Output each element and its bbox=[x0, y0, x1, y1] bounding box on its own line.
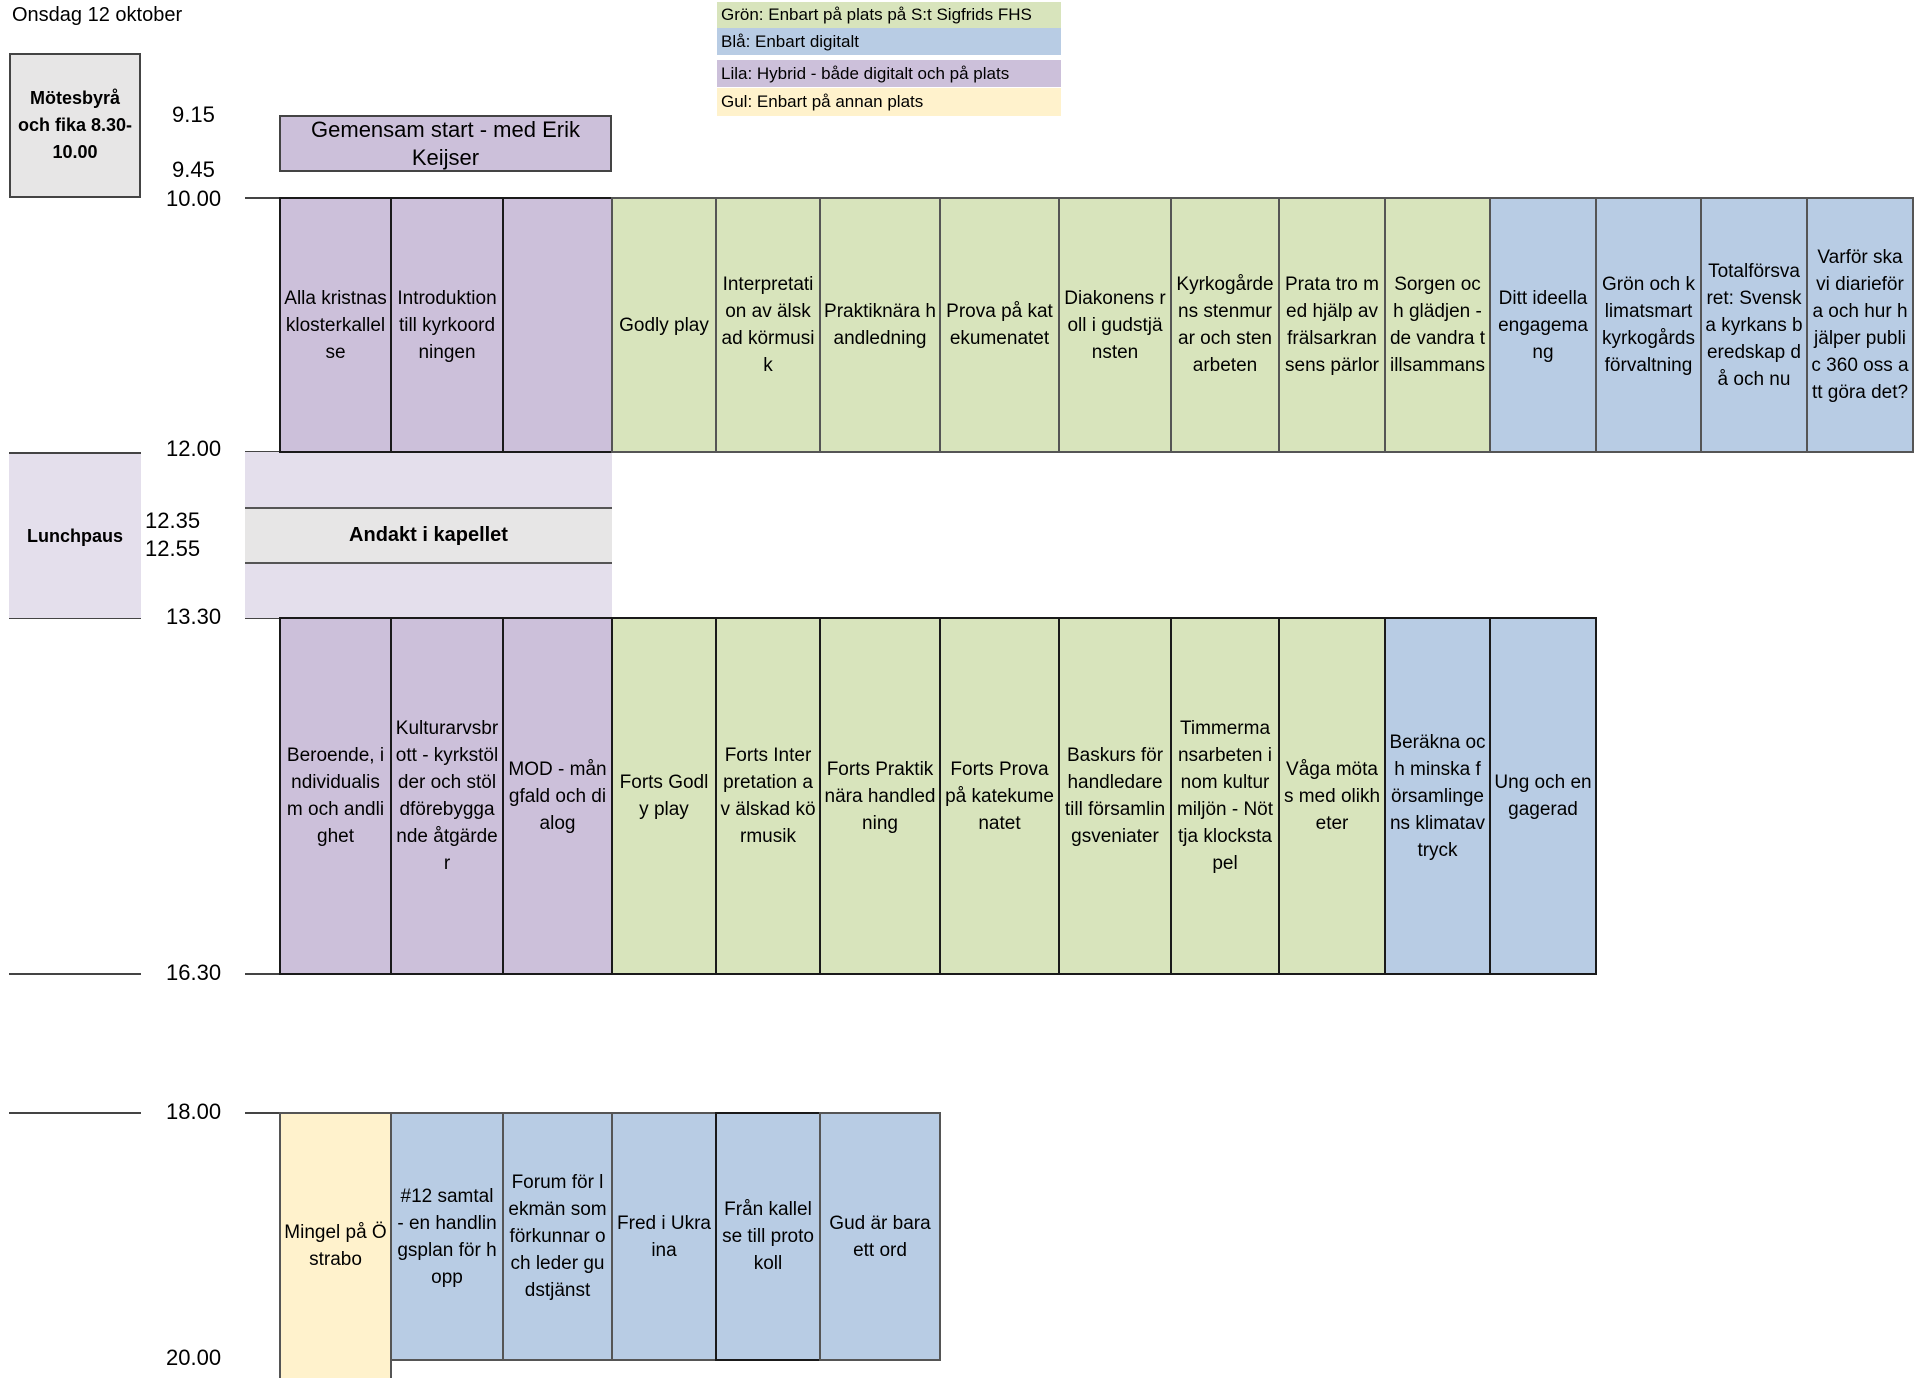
session-afternoon-5[interactable]: Forts Interpretation av älskad körmusik bbox=[715, 617, 821, 975]
time-0915: 9.15 bbox=[172, 102, 215, 127]
session-label: Alla kristnas klosterkallelse bbox=[284, 287, 387, 363]
session-morning-2[interactable]: Introduktion till kyrkoordningen bbox=[390, 197, 504, 453]
session-morning-14[interactable]: Totalförsvaret: Svenska kyrkans beredska… bbox=[1700, 197, 1808, 453]
time-0945: 9.45 bbox=[172, 157, 215, 182]
session-afternoon-12[interactable]: Ung och engagerad bbox=[1489, 617, 1597, 975]
line-1800-left bbox=[9, 1112, 141, 1114]
opening-session[interactable]: Gemensam start - med Erik Keijser bbox=[279, 115, 612, 172]
session-label: Våga mötas med olikheter bbox=[1283, 758, 1381, 834]
session-label: Ditt ideella engagemang bbox=[1498, 287, 1588, 363]
line-1800-right bbox=[245, 1112, 280, 1114]
session-morning-15[interactable]: Varför ska vi diarieföra och hur hjälper… bbox=[1806, 197, 1914, 453]
line-1630-left bbox=[9, 973, 141, 975]
session-label: Sorgen och glädjen - de vandra tillsamma… bbox=[1389, 274, 1486, 376]
session-evening-4[interactable]: Fred i Ukraina bbox=[611, 1112, 717, 1361]
legend-green: Grön: Enbart på plats på S:t Sigfrids FH… bbox=[717, 2, 1061, 28]
session-morning-7[interactable]: Prova på katekumenatet bbox=[939, 197, 1060, 453]
session-afternoon-6[interactable]: Forts Praktiknära handledning bbox=[819, 617, 941, 975]
legend-purple: Lila: Hybrid - både digitalt och på plat… bbox=[717, 60, 1061, 87]
session-afternoon-11[interactable]: Beräkna och minska församlingens klimata… bbox=[1384, 617, 1491, 975]
session-evening-2[interactable]: #12 samtal - en handlingsplan för hopp bbox=[390, 1112, 504, 1361]
legend-blue: Blå: Enbart digitalt bbox=[717, 28, 1061, 55]
session-label: Kyrkogårdens stenmurar och stenarbeten bbox=[1176, 274, 1274, 376]
session-label: Kulturarvsbrott - kyrkstölder och stöldf… bbox=[395, 718, 499, 874]
session-label: Beräkna och minska församlingens klimata… bbox=[1389, 731, 1486, 861]
session-label: Varför ska vi diarieföra och hur hjälper… bbox=[1811, 247, 1909, 403]
time-1235: 12.35 bbox=[145, 508, 201, 533]
line-1330 bbox=[9, 617, 141, 619]
session-label: Diakonens roll i gudstjänsten bbox=[1064, 287, 1166, 363]
session-label: Interpretation av älskad körmusik bbox=[721, 274, 815, 376]
session-morning-11[interactable]: Sorgen och glädjen - de vandra tillsamma… bbox=[1384, 197, 1491, 453]
session-label: Forum för lekmän som förkunnar och leder… bbox=[508, 1172, 607, 1301]
session-morning-3[interactable] bbox=[502, 197, 613, 453]
session-afternoon-1[interactable]: Beroende, individualism och andlighet bbox=[279, 617, 392, 975]
legend-yellow: Gul: Enbart på annan plats bbox=[717, 88, 1061, 116]
line-1630-right bbox=[245, 973, 280, 975]
line-1000 bbox=[245, 197, 280, 199]
session-afternoon-4[interactable]: Forts Godly play bbox=[611, 617, 717, 975]
session-label: Baskurs för handledare till församlingsv… bbox=[1064, 745, 1166, 847]
session-label: Prova på katekumenatet bbox=[946, 301, 1053, 349]
session-label: Praktiknära handledning bbox=[824, 301, 936, 349]
session-label: Forts Interpretation av älskad körmusik bbox=[720, 745, 816, 847]
session-label: Forts Prova på katekumenatet bbox=[945, 758, 1054, 834]
session-label: Gud är bara ett ord bbox=[829, 1212, 931, 1261]
session-morning-9[interactable]: Kyrkogårdens stenmurar och stenarbeten bbox=[1170, 197, 1280, 453]
andakt-label: Andakt i kapellet bbox=[349, 524, 508, 546]
motesbyra-box: Mötesbyrå och fika 8.30-10.00 bbox=[9, 53, 141, 198]
time-1630: 16.30 bbox=[166, 960, 222, 985]
session-label: Forts Godly play bbox=[619, 772, 709, 820]
time-2000: 20.00 bbox=[166, 1345, 222, 1370]
time-1000: 10.00 bbox=[166, 186, 222, 211]
session-morning-13[interactable]: Grön och klimatsmart kyrkogårdsförvaltni… bbox=[1595, 197, 1702, 453]
session-morning-10[interactable]: Prata tro med hjälp av frälsarkransens p… bbox=[1278, 197, 1386, 453]
session-morning-1[interactable]: Alla kristnas klosterkallelse bbox=[279, 197, 392, 453]
session-evening-5[interactable]: Från kallelse till protokoll bbox=[715, 1112, 821, 1361]
date-label: Onsdag 12 oktober bbox=[12, 4, 183, 26]
lunch-box: Lunchpaus bbox=[9, 452, 141, 618]
session-evening-6[interactable]: Gud är bara ett ord bbox=[819, 1112, 941, 1361]
session-label: Introduktion till kyrkoordningen bbox=[397, 287, 497, 363]
session-label: Ung och engagerad bbox=[1494, 772, 1592, 820]
session-evening-3[interactable]: Forum för lekmän som förkunnar och leder… bbox=[502, 1112, 613, 1361]
lunch-label: Lunchpaus bbox=[26, 525, 123, 546]
session-afternoon-3[interactable]: MOD - mångfald och dialog bbox=[502, 617, 613, 975]
session-morning-6[interactable]: Praktiknära handledning bbox=[819, 197, 941, 453]
session-label: Timmermansarbeten inom kulturmiljön - Nö… bbox=[1176, 718, 1274, 874]
time-1200: 12.00 bbox=[166, 436, 222, 461]
line-1330-right bbox=[245, 617, 280, 619]
session-label: Forts Praktiknära handledning bbox=[824, 758, 936, 834]
session-label: Beroende, individualism och andlighet bbox=[286, 745, 385, 847]
session-label: Grön och klimatsmart kyrkogårdsförvaltni… bbox=[1602, 274, 1695, 376]
session-label: MOD - mångfald och dialog bbox=[508, 758, 607, 834]
session-label: #12 samtal - en handlingsplan för hopp bbox=[397, 1185, 497, 1288]
session-morning-5[interactable]: Interpretation av älskad körmusik bbox=[715, 197, 821, 453]
opening-session-label: Gemensam start - med Erik Keijser bbox=[311, 116, 580, 170]
session-afternoon-9[interactable]: Timmermansarbeten inom kulturmiljön - Nö… bbox=[1170, 617, 1280, 975]
session-label: Totalförsvaret: Svenska kyrkans beredska… bbox=[1705, 260, 1803, 390]
session-evening-1[interactable]: Mingel på Östrabo bbox=[279, 1112, 392, 1378]
session-label: Godly play bbox=[619, 314, 709, 336]
session-afternoon-10[interactable]: Våga mötas med olikheter bbox=[1278, 617, 1386, 975]
session-afternoon-7[interactable]: Forts Prova på katekumenatet bbox=[939, 617, 1060, 975]
time-1255: 12.55 bbox=[145, 536, 201, 561]
andakt-session[interactable]: Andakt i kapellet bbox=[245, 507, 612, 564]
time-1800: 18.00 bbox=[166, 1099, 222, 1124]
session-morning-12[interactable]: Ditt ideella engagemang bbox=[1489, 197, 1597, 453]
session-afternoon-2[interactable]: Kulturarvsbrott - kyrkstölder och stöldf… bbox=[390, 617, 504, 975]
session-afternoon-8[interactable]: Baskurs för handledare till församlingsv… bbox=[1058, 617, 1172, 975]
session-morning-4[interactable]: Godly play bbox=[611, 197, 717, 453]
time-1330: 13.30 bbox=[166, 604, 222, 629]
session-label: Mingel på Östrabo bbox=[284, 1222, 387, 1270]
session-label: Från kallelse till protokoll bbox=[722, 1199, 814, 1274]
session-label: Fred i Ukraina bbox=[617, 1212, 711, 1261]
session-morning-8[interactable]: Diakonens roll i gudstjänsten bbox=[1058, 197, 1172, 453]
session-label: Prata tro med hjälp av frälsarkransens p… bbox=[1285, 274, 1379, 376]
motesbyra-label: Mötesbyrå och fika 8.30-10.00 bbox=[17, 88, 133, 162]
